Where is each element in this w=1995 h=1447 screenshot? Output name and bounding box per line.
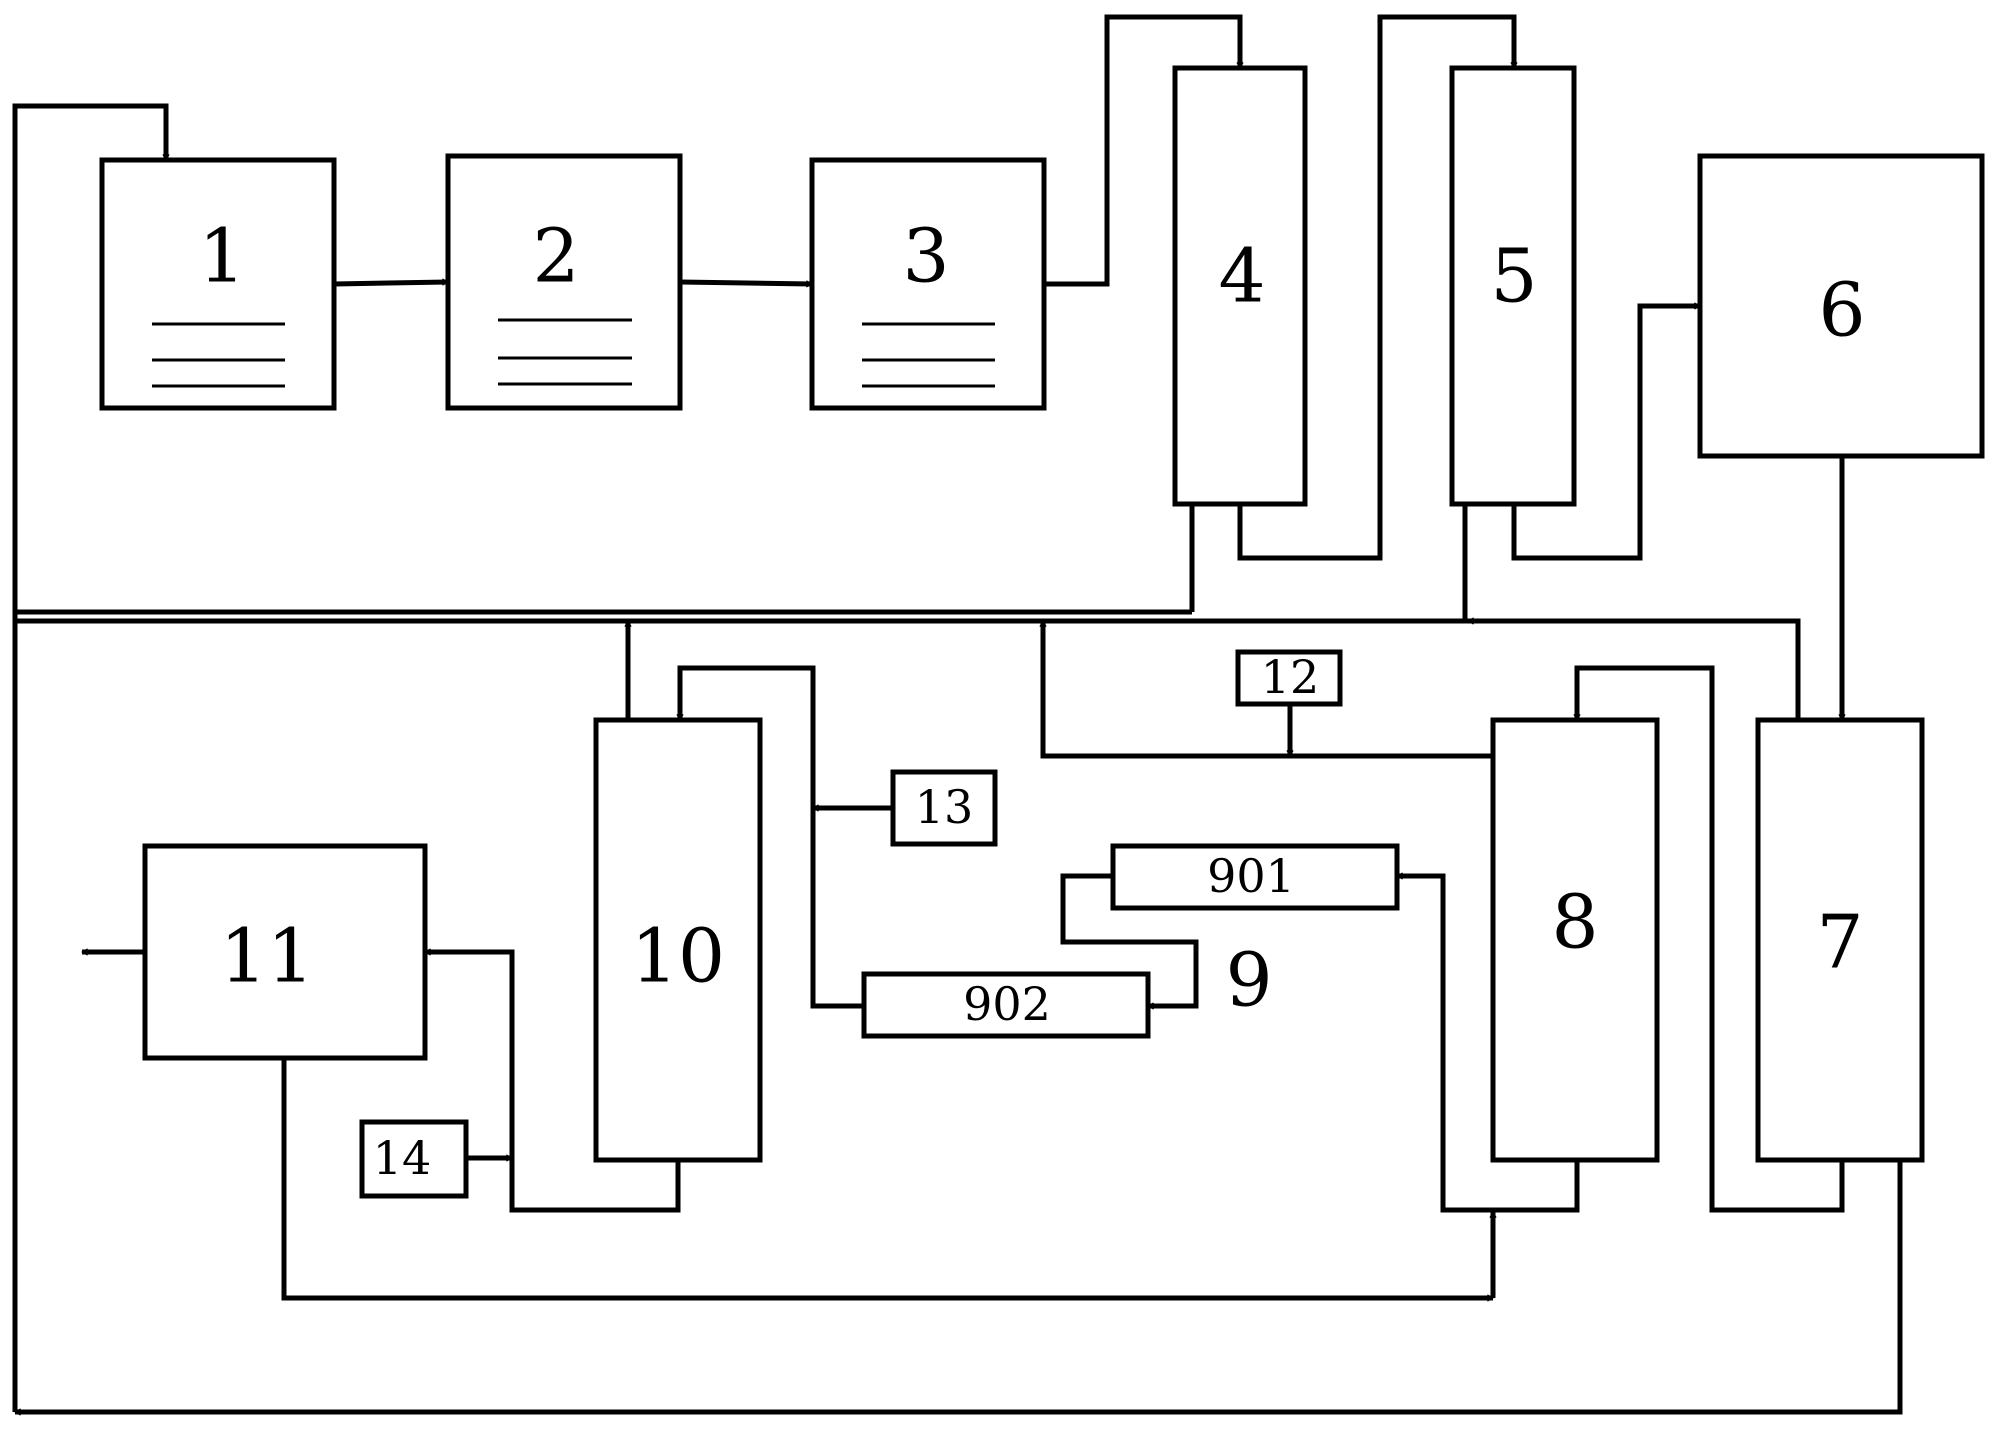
hatch-lines: [152, 318, 995, 388]
label-902: 902: [963, 977, 1051, 1031]
label-10: 10: [631, 913, 725, 999]
flow-901-to-902: [1060, 873, 1199, 1006]
flow-8-to-bus: [1043, 621, 1493, 759]
label-6: 6: [1818, 267, 1865, 353]
label-8: 8: [1551, 879, 1598, 965]
label-11: 11: [220, 913, 314, 999]
flow-8-to-901: [1397, 876, 1580, 1213]
flow-5-to-6: [1511, 306, 1700, 561]
flow-7-to-bus: [1468, 621, 1801, 720]
flow-2-to-3: [679, 279, 812, 284]
flow-1-to-2: [333, 282, 448, 287]
label-12: 12: [1261, 650, 1320, 704]
label-9: 9: [1225, 937, 1272, 1023]
flow-902-to-10: [680, 665, 864, 1009]
label-1: 1: [198, 213, 245, 299]
flow-10-to-11: [425, 952, 681, 1213]
label-3: 3: [902, 213, 949, 299]
label-7: 7: [1816, 899, 1863, 985]
label-5: 5: [1490, 233, 1537, 319]
label-4: 4: [1218, 233, 1265, 319]
label-14: 14: [373, 1131, 432, 1185]
flow-bus-to-1: [12, 103, 166, 621]
flow-4-to-5: [1237, 14, 1514, 561]
label-13: 13: [915, 780, 974, 834]
flow-7-return: [15, 1160, 1903, 1412]
flow-7-to-8: [1577, 665, 1845, 1213]
flow-3-to-4: [1044, 14, 1240, 287]
label-901: 901: [1207, 849, 1295, 903]
flow-11-to-8: [281, 1058, 1493, 1298]
label-2: 2: [532, 213, 579, 299]
